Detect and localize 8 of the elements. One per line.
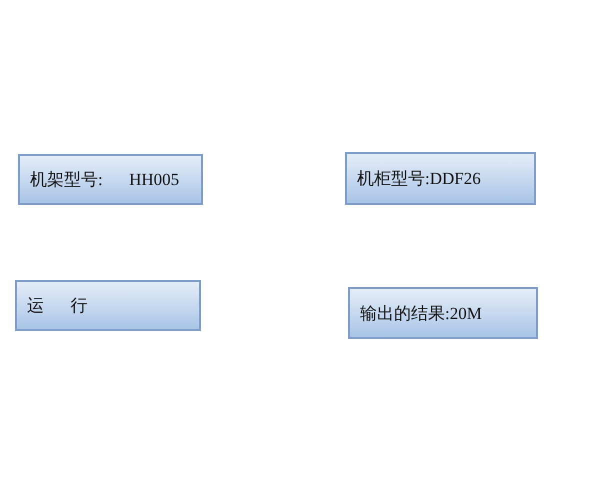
box-label: 输出的结果:20M bbox=[360, 302, 482, 324]
process-box bbox=[18, 154, 203, 205]
process-box bbox=[15, 280, 201, 331]
box-label: 运 行 bbox=[27, 295, 88, 317]
process-box bbox=[348, 287, 538, 339]
process-box bbox=[345, 152, 536, 205]
box-label: 机架型号: HH005 bbox=[30, 169, 180, 191]
box-label: 机柜型号:DDF26 bbox=[357, 168, 481, 190]
